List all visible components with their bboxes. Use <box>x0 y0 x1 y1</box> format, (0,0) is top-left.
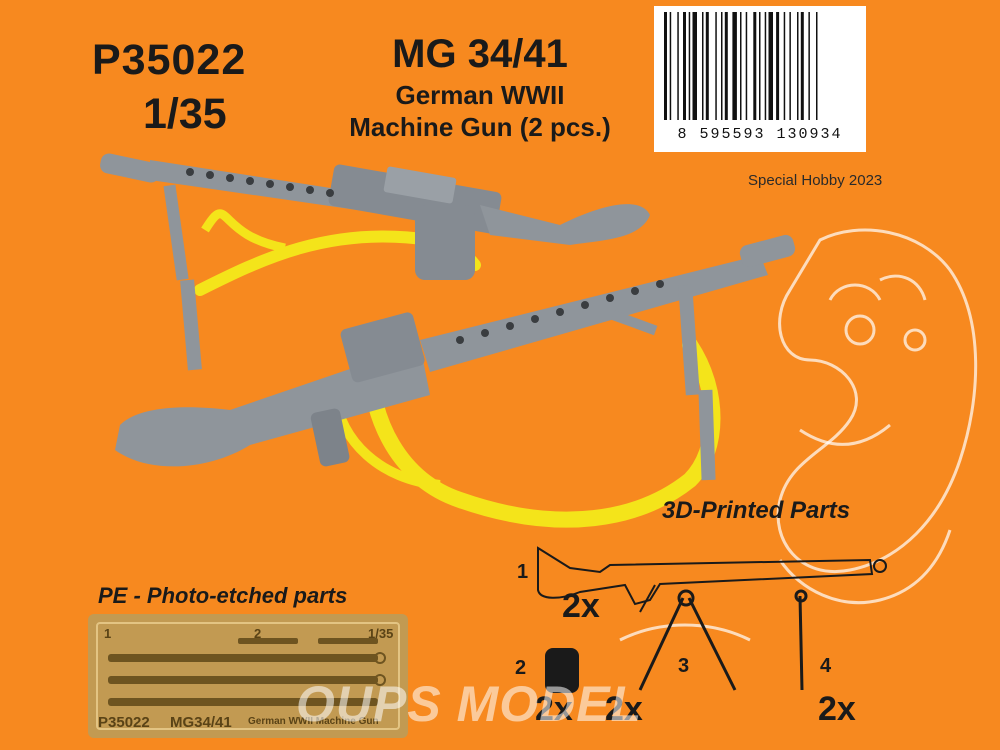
part-1-gun-silhouette <box>537 546 887 613</box>
part-3-bipod <box>638 589 737 691</box>
barcode-bar <box>783 12 786 120</box>
part-1-quantity: 2x <box>562 587 600 625</box>
part-3-number: 3 <box>678 655 690 677</box>
barcode-bar <box>732 12 737 120</box>
machine-gun-lower <box>115 234 796 528</box>
barcode-bar <box>776 12 780 120</box>
barcode-bar <box>797 12 799 120</box>
barcode-bar <box>740 12 742 120</box>
fret-name: MG34/41 <box>170 714 232 731</box>
barcode-bar <box>724 12 728 120</box>
mascot-outline <box>619 228 978 642</box>
product-code: P35022 <box>92 36 247 84</box>
printed-parts-heading: 3D-Printed Parts <box>662 497 851 524</box>
barcode-bar <box>800 12 804 120</box>
barcode-bar <box>702 12 704 120</box>
barcode-bar <box>683 12 686 120</box>
barcode-bar <box>692 12 697 120</box>
part-4-rod <box>794 589 808 691</box>
product-title: MG 34/41 <box>392 32 568 76</box>
part-1-number: 1 <box>517 561 529 583</box>
barcode-bar <box>721 12 723 120</box>
fret-frame <box>96 622 400 730</box>
fret-parts <box>108 638 386 706</box>
barcode-bar <box>669 12 672 120</box>
barcode-bar <box>759 12 761 120</box>
barcode-bar <box>816 12 818 120</box>
barcode-bar <box>768 12 773 120</box>
part-4-number: 4 <box>820 655 832 677</box>
part-4-quantity: 2x <box>818 690 856 728</box>
barcode-bar <box>753 12 757 120</box>
barcode-bar <box>745 12 748 120</box>
fret-description: German WWII Machine Gun <box>248 716 379 727</box>
machine-gun-upper <box>100 153 650 371</box>
copyright-text: Special Hobby 2023 <box>748 172 883 189</box>
barcode-bar <box>705 12 709 120</box>
part-3-quantity: 2x <box>605 690 643 728</box>
barcode-digits: 8 595593 130934 <box>677 126 843 143</box>
photo-etched-heading: PE - Photo-etched parts <box>98 583 348 608</box>
fret-mark-2: 2 <box>254 626 262 641</box>
barcode-bar <box>688 12 691 120</box>
part-2-quantity: 2x <box>535 690 573 728</box>
part-2-drum <box>545 648 579 693</box>
barcode-bars <box>664 12 818 120</box>
photo-etched-fret: 1 2 1/35 P35022 MG34/41 German WWII Mach… <box>88 614 408 738</box>
watermark-text: OUPS MODEL <box>296 676 643 732</box>
barcode-bar <box>677 12 679 120</box>
part-2-number: 2 <box>515 657 527 679</box>
fret-mark-scale: 1/35 <box>368 626 394 641</box>
barcode-bar <box>715 12 717 120</box>
product-subtitle-line2: Machine Gun (2 pcs.) <box>349 112 611 142</box>
product-subtitle-line1: German WWII <box>395 80 565 110</box>
fret-code: P35022 <box>98 714 150 731</box>
fret-mark-1: 1 <box>104 626 112 641</box>
product-scale: 1/35 <box>143 90 227 138</box>
barcode-bar <box>789 12 791 120</box>
barcode-bar <box>664 12 667 120</box>
barcode-bar <box>764 12 767 120</box>
barcode-bar <box>808 12 810 120</box>
barcode: 8 595593 130934 <box>654 6 866 152</box>
